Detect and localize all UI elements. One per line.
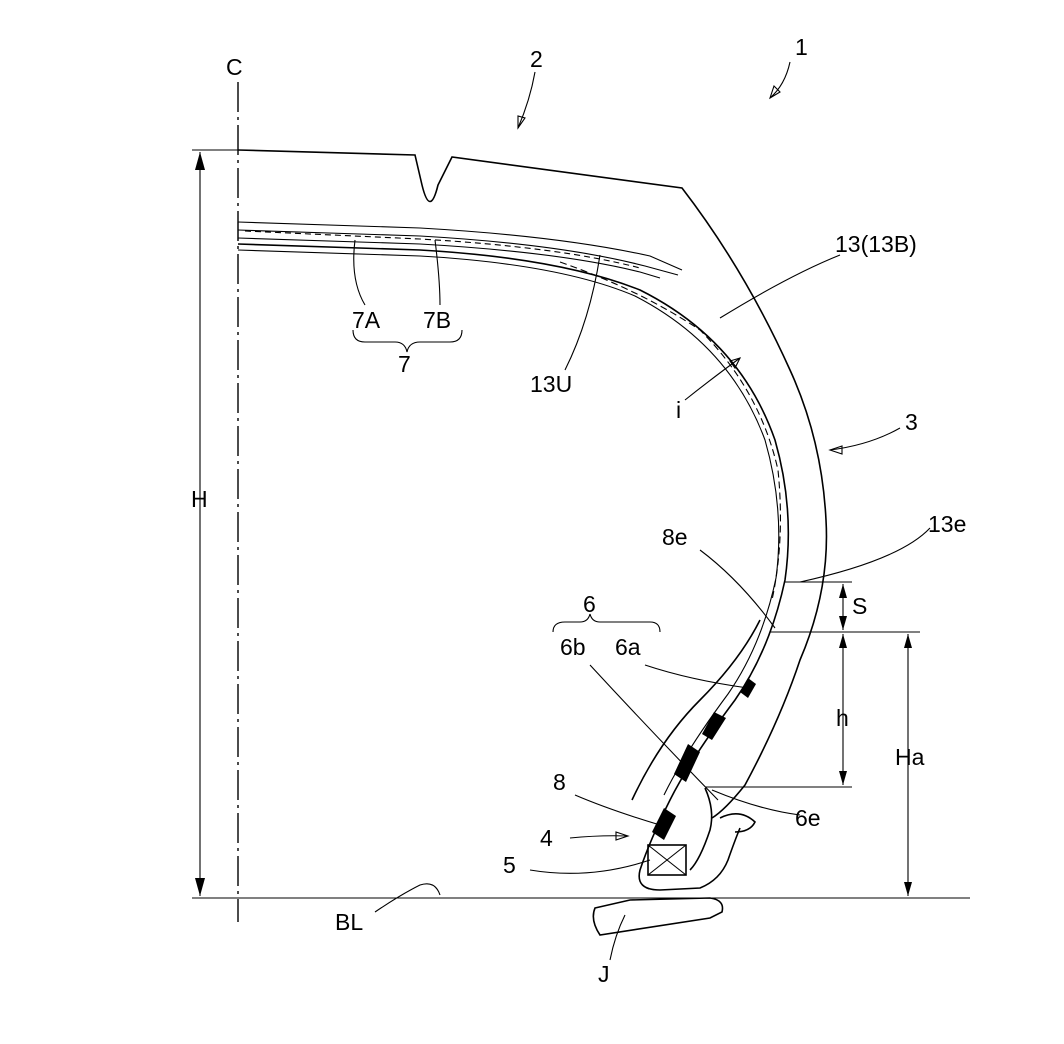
- label-bead-core: 5: [503, 852, 516, 878]
- label-apex: 8: [553, 769, 566, 795]
- dimension-h: [192, 150, 238, 896]
- belt-brace: [353, 330, 462, 352]
- label-tire: 1: [795, 34, 808, 60]
- label-bead-base-line: BL: [335, 909, 363, 935]
- label-belt-ply-b: 7B: [423, 307, 451, 333]
- label-sidewall: 3: [905, 409, 918, 435]
- label-center-line: C: [226, 54, 243, 80]
- label-belt-ply-a: 7A: [352, 307, 381, 333]
- label-liner-upper: 13U: [530, 371, 572, 397]
- bead-core: [648, 845, 686, 875]
- label-tread: 2: [530, 46, 543, 72]
- carcass-plies: [238, 244, 788, 890]
- label-dim-h-small: h: [836, 705, 849, 731]
- label-dim-ha: Ha: [895, 744, 925, 770]
- rim: [593, 898, 722, 935]
- tread-outline: [238, 150, 826, 818]
- label-inner-liner: 13(13B): [835, 231, 917, 257]
- label-apex-end: 8e: [662, 524, 688, 550]
- label-inner-surface: i: [676, 397, 681, 423]
- belt-layers: [238, 222, 682, 278]
- label-dim-h: H: [191, 486, 208, 512]
- label-bead: 4: [540, 825, 553, 851]
- label-dim-s: S: [852, 593, 867, 619]
- leader-lines: [354, 62, 930, 960]
- apex-filler: [652, 678, 756, 840]
- label-carcass-main: 6a: [615, 634, 641, 660]
- label-carcass: 6: [583, 591, 596, 617]
- label-belt: 7: [398, 351, 411, 377]
- carcass-brace: [553, 614, 660, 632]
- label-turnup-end: 6e: [795, 805, 821, 831]
- label-carcass-turnup: 6b: [560, 634, 586, 660]
- dimension-lines-right: [705, 582, 920, 896]
- label-rim: J: [598, 961, 610, 987]
- label-liner-end: 13e: [928, 511, 966, 537]
